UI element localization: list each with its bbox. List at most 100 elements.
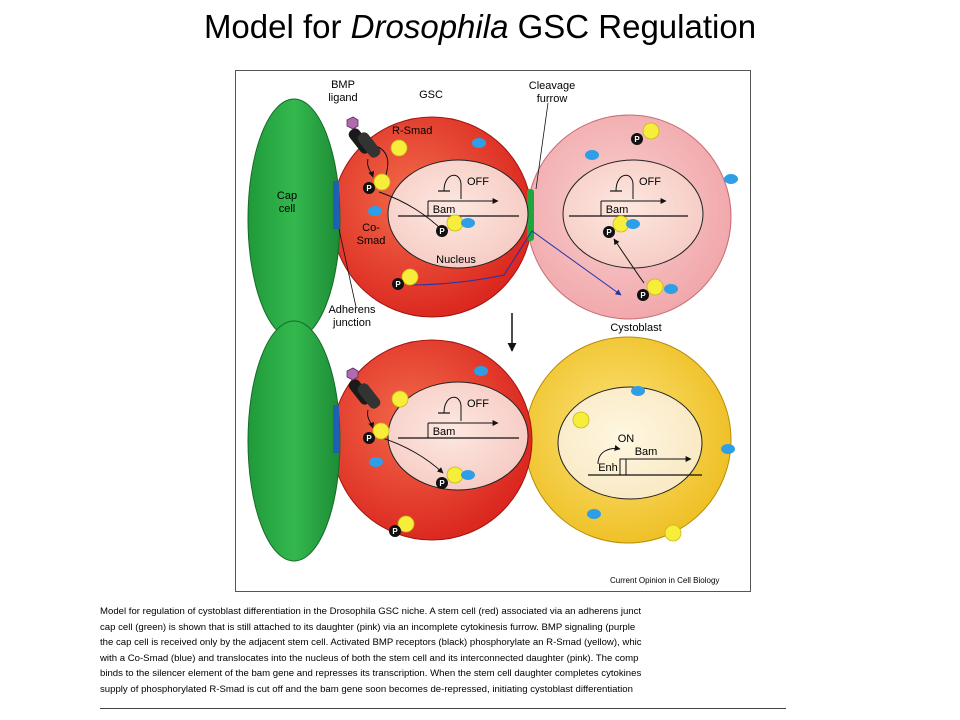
phospho-label: P: [395, 280, 401, 289]
r-smad-molecule: [391, 390, 409, 408]
adherens-junction: [333, 405, 339, 453]
r-smad-molecule: [646, 278, 664, 296]
phosphate: [603, 226, 615, 238]
bmp-receptor: [348, 379, 381, 409]
cleavage-label: furrow: [537, 93, 568, 105]
adherens-junction: [333, 181, 339, 229]
nuclear-import-arrow: [613, 238, 645, 284]
title-suffix: GSC Regulation: [508, 8, 757, 45]
repression-loop: [615, 174, 634, 199]
r-smad-molecule: [446, 214, 464, 232]
bam-label: Bam: [606, 204, 629, 216]
r-smad-molecule: [373, 173, 391, 191]
cleavage-label: Cleavage: [529, 80, 575, 92]
phosphate: [392, 278, 404, 290]
title-italic: Drosophila: [350, 8, 509, 45]
leader-line: [338, 228, 357, 308]
signal-arrow: [377, 146, 389, 176]
cap-cell: [247, 98, 341, 340]
on-label: ON: [618, 433, 635, 445]
r-smad-molecule: [372, 422, 390, 440]
phosphate: [363, 182, 375, 194]
r-smad-molecule: [664, 524, 682, 542]
co-smad-label: Co-: [362, 222, 380, 234]
co-smad-molecule: [474, 366, 488, 376]
co-smad-molecule: [631, 386, 645, 396]
cap-cell: [247, 320, 341, 562]
adherens-label: junction: [332, 317, 371, 329]
caption-line: binds to the silencer element of the bam…: [100, 668, 642, 680]
phosphate: [637, 289, 649, 301]
off-label: OFF: [467, 176, 489, 188]
caption-line: cap cell (green) is shown that is still …: [100, 621, 636, 633]
off-label: OFF: [467, 398, 489, 410]
slide-title: Model for Drosophila GSC Regulation: [0, 8, 960, 46]
r-smad-molecule: [397, 515, 415, 533]
caption-line: Model for regulation of cystoblast diffe…: [100, 606, 642, 617]
co-smad-molecule: [472, 138, 486, 148]
bmp-ligand-shape: [346, 116, 359, 130]
off-label: OFF: [639, 176, 661, 188]
caption-line: supply of phosphorylated R-Smad is cut o…: [100, 683, 633, 695]
r-smad-molecule: [390, 139, 408, 157]
phospho-label: P: [640, 291, 646, 300]
bam-label: Bam: [433, 426, 456, 438]
gsc-diagram: P P P P P P BMP ligand GSC Cleavage furr…: [247, 79, 738, 585]
signal-arrow: [367, 409, 375, 429]
co-smad-molecule: [461, 470, 475, 480]
cleavage-furrow: [527, 189, 534, 241]
repression-loop: [443, 396, 462, 421]
r-smad-molecule: [572, 411, 590, 429]
enh-label: Enh: [598, 462, 618, 474]
phosphate: [436, 477, 448, 489]
bam-label: Bam: [433, 204, 456, 216]
cap-cell-label: cell: [279, 203, 296, 215]
daughter-nucleus: [562, 159, 704, 269]
repression-loop: [443, 174, 462, 199]
nucleus-label: Nucleus: [436, 254, 476, 266]
cystoblast-label: Cystoblast: [610, 322, 661, 334]
daughter-transfer-arrow: [409, 230, 622, 296]
bmp-ligand-label: ligand: [328, 92, 357, 104]
cystoblast-nucleus: [557, 386, 703, 500]
co-smad-label: Smad: [357, 235, 386, 247]
caption-line: with a Co-Smad (blue) and translocates i…: [100, 652, 639, 664]
phosphate: [389, 525, 401, 537]
phospho-label: P: [392, 527, 398, 536]
bmp-ligand-label: BMP: [331, 79, 355, 91]
phosphate: [436, 225, 448, 237]
cap-cell-label: Cap: [277, 190, 297, 202]
r-smad-molecule: [642, 122, 660, 140]
caption-line: the cap cell is received only by the adj…: [100, 637, 642, 649]
r-smad-molecule: [401, 268, 419, 286]
co-smad-molecule: [721, 444, 735, 454]
leader-line: [535, 102, 549, 190]
co-smad-molecule: [368, 206, 382, 216]
co-smad-molecule: [724, 174, 738, 184]
co-smad-molecule: [369, 457, 383, 467]
gsc-label: GSC: [419, 89, 443, 101]
stem-nucleus: [387, 381, 529, 491]
caption-divider: [100, 708, 786, 709]
figure-panel: P P P P P P BMP ligand GSC Cleavage furr…: [235, 70, 751, 592]
enhancer-box: [619, 458, 627, 476]
activation-arrow: [597, 445, 621, 465]
co-smad-molecule: [585, 150, 599, 160]
source-credit: Current Opinion in Cell Biology: [610, 576, 719, 585]
phospho-label: P: [439, 479, 445, 488]
translocation-arrow: [378, 436, 444, 474]
figure-caption: Model for regulation of cystoblast diffe…: [100, 604, 786, 708]
signal-arrow: [367, 158, 375, 178]
bmp-receptor: [348, 128, 381, 158]
phospho-label: P: [634, 135, 640, 144]
phospho-label: P: [366, 184, 372, 193]
phosphate: [631, 133, 643, 145]
stem-nucleus: [387, 159, 529, 269]
co-smad-molecule: [461, 218, 475, 228]
co-smad-molecule: [587, 509, 601, 519]
phosphate: [363, 432, 375, 444]
r-smad-label: R-Smad: [392, 125, 432, 137]
phospho-label: P: [366, 434, 372, 443]
r-smad-molecule: [446, 466, 464, 484]
title-prefix: Model for: [203, 8, 351, 45]
